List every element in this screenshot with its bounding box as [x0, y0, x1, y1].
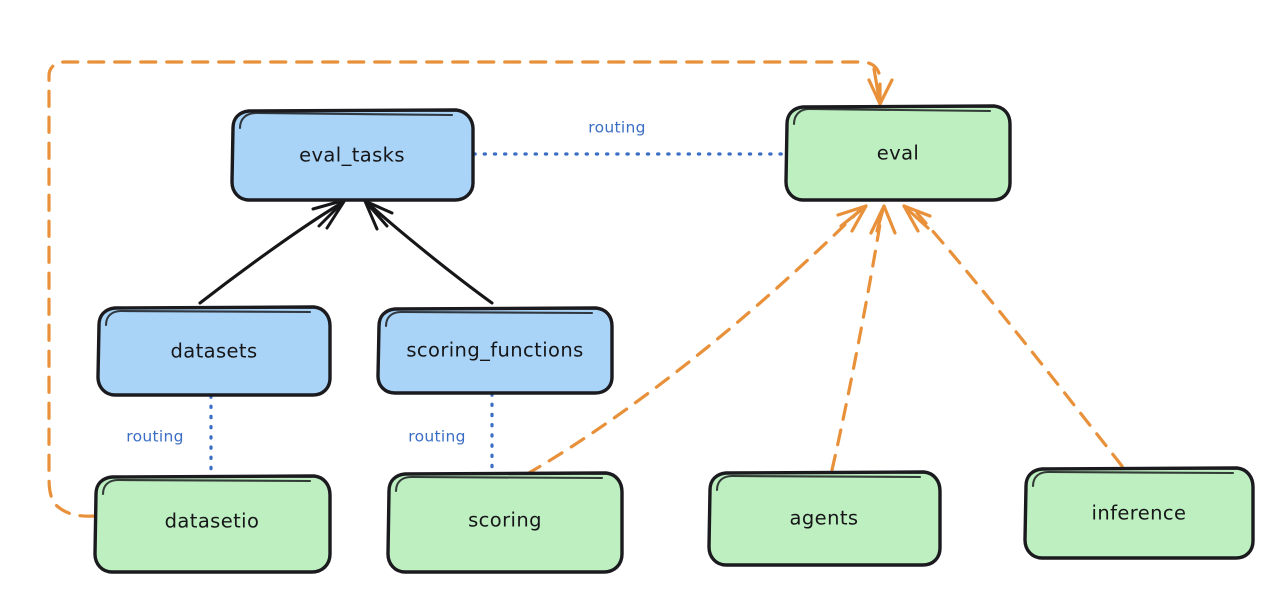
node-label-scoring: scoring [468, 509, 542, 532]
node-shape-scoring [386, 471, 624, 574]
node-shape-inference [1023, 466, 1255, 560]
edge-agents-eval [830, 204, 897, 472]
node-shape-agents-sketch [715, 474, 922, 492]
arrowhead-scoring_functions-eval_tasks-tail [363, 199, 389, 228]
node-label-agents: agents [790, 507, 859, 530]
node-shape-inference-sketch [1031, 470, 1235, 488]
edge-inference-eval [902, 204, 1124, 468]
node-shape-scoring-sketch [394, 475, 604, 493]
node-datasets[interactable]: datasets [96, 305, 332, 397]
node-layer: eval_tasks eval datasets scoring_functio… [93, 104, 1255, 574]
node-label-eval: eval [877, 142, 920, 165]
node-scoring[interactable]: scoring [386, 471, 624, 574]
edge-label-routing-eval_tasks-eval: routing [588, 119, 646, 137]
edge-scoring-eval [525, 204, 868, 476]
edge-path-datasets-eval_tasks [198, 202, 342, 305]
node-label-scoring_functions: scoring_functions [406, 339, 583, 362]
node-shape-eval_tasks-sketch [238, 111, 454, 130]
edge-path-datasetio-eval [47, 60, 882, 518]
node-label-eval_tasks: eval_tasks [299, 144, 405, 167]
node-shape-agents [707, 470, 942, 567]
node-shape-datasetio-sketch [101, 478, 312, 496]
node-eval_tasks[interactable]: eval_tasks [230, 108, 475, 202]
edge-path-scoring_functions-eval_tasks [368, 203, 494, 305]
node-shape-scoring_functions [376, 306, 614, 395]
node-label-datasets: datasets [170, 340, 257, 363]
node-agents[interactable]: agents [707, 470, 942, 567]
arrowhead-inference-eval-tail [902, 204, 930, 230]
node-shape-datasetio [93, 474, 332, 574]
node-datasetio[interactable]: datasetio [93, 474, 332, 574]
node-shape-eval [784, 104, 1012, 202]
node-inference[interactable]: inference [1023, 466, 1255, 560]
node-shape-eval-sketch [792, 107, 992, 126]
edge-path-scoring-eval [525, 210, 860, 476]
edge-label-routing-datasets-datasetio: routing [126, 428, 184, 446]
edge-datasets-eval_tasks [198, 198, 347, 305]
arrowhead-agents-eval-tail [875, 204, 886, 233]
node-shape-datasets-sketch [104, 309, 312, 327]
edge-scoring_functions-eval_tasks [363, 199, 494, 305]
edge-label-routing-scoring_functions-scoring: routing [408, 428, 466, 446]
arrowhead-datasetio-eval-tail [872, 67, 882, 106]
arrowhead-scoring-eval-tail [839, 204, 868, 228]
node-label-inference: inference [1092, 502, 1187, 525]
edge-path-agents-eval [830, 210, 884, 472]
arrowhead-datasets-eval_tasks-tail [317, 198, 347, 228]
edge-label-layer: routing routing routing [126, 119, 646, 446]
edge-datasetio-eval [47, 60, 894, 518]
node-shape-datasets [96, 305, 332, 397]
node-shape-eval_tasks [230, 108, 475, 202]
edge-path-inference-eval [915, 211, 1124, 468]
node-eval[interactable]: eval [784, 104, 1012, 202]
node-shape-scoring_functions-sketch [384, 310, 594, 328]
node-scoring_functions[interactable]: scoring_functions [376, 306, 614, 395]
node-label-datasetio: datasetio [165, 510, 260, 533]
